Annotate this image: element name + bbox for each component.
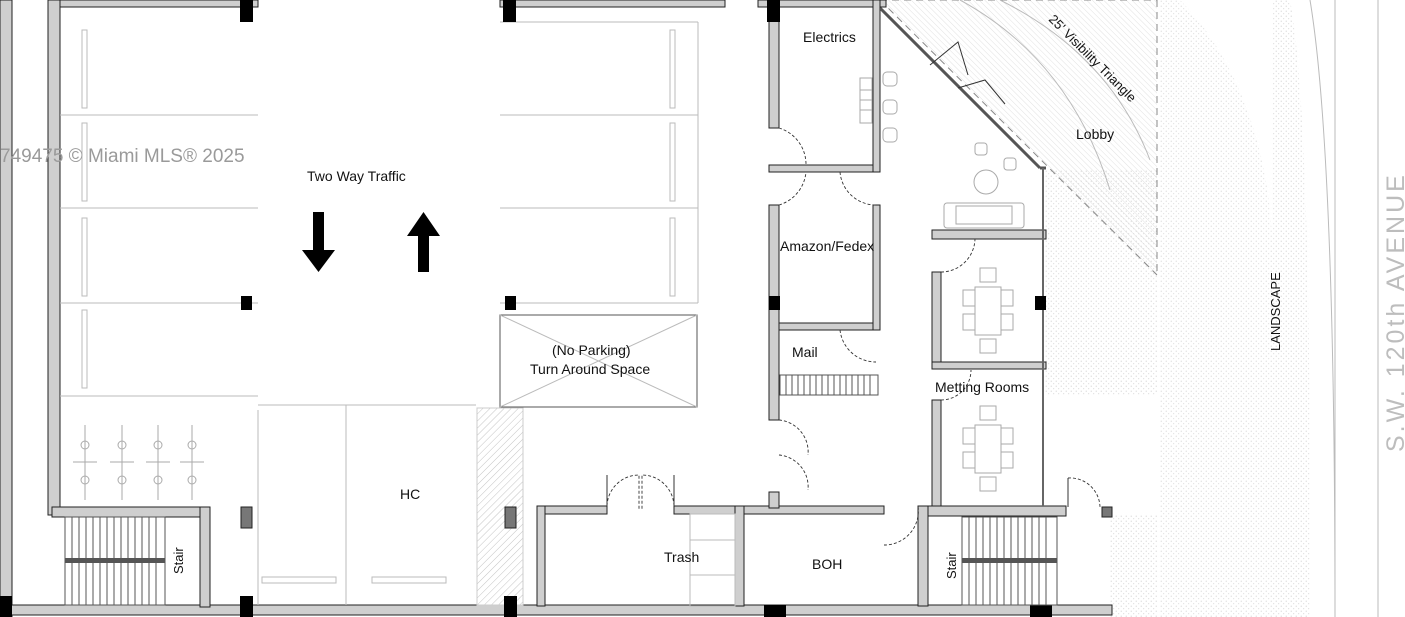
stair-left-steps bbox=[64, 516, 166, 606]
label-meeting-rooms: Metting Rooms bbox=[935, 379, 1029, 395]
visibility-triangle bbox=[879, 0, 1158, 276]
lobby-furniture bbox=[943, 142, 1025, 229]
stair-right-steps bbox=[961, 516, 1058, 606]
watermark: 749475 © Miami MLS® 2025 bbox=[0, 146, 245, 167]
mail-grille bbox=[779, 374, 879, 396]
up-arrow-icon bbox=[407, 212, 440, 272]
meeting-table-upper bbox=[962, 267, 1014, 354]
label-landscape: LANDSCAPE bbox=[1268, 272, 1283, 351]
parking-stalls bbox=[60, 21, 699, 606]
down-arrow-icon bbox=[302, 212, 335, 272]
label-trash: Trash bbox=[664, 549, 699, 565]
doors bbox=[606, 41, 1101, 546]
structural-columns bbox=[0, 0, 1113, 617]
label-lobby: Lobby bbox=[1076, 126, 1114, 142]
trash-shelves bbox=[689, 513, 736, 607]
label-two-way-traffic: Two Way Traffic bbox=[307, 168, 406, 184]
meeting-table-lower bbox=[962, 405, 1014, 492]
label-stair-left: Stair bbox=[171, 547, 186, 574]
label-mail: Mail bbox=[792, 344, 818, 360]
label-hc: HC bbox=[400, 486, 420, 502]
label-turn-around: Turn Around Space bbox=[530, 361, 650, 377]
label-stair-right: Stair bbox=[944, 552, 959, 579]
label-no-parking: (No Parking) bbox=[552, 342, 631, 358]
label-electrics: Electrics bbox=[803, 29, 856, 45]
bike-rack bbox=[73, 425, 204, 500]
label-amazon-fedex: Amazon/Fedex bbox=[780, 238, 874, 254]
label-boh: BOH bbox=[812, 556, 842, 572]
label-street-avenue: S.W. 120th AVENUE bbox=[1382, 172, 1405, 452]
building-walls bbox=[0, 0, 1113, 617]
turn-around-box bbox=[499, 314, 698, 408]
electrics-equipment bbox=[859, 71, 898, 143]
